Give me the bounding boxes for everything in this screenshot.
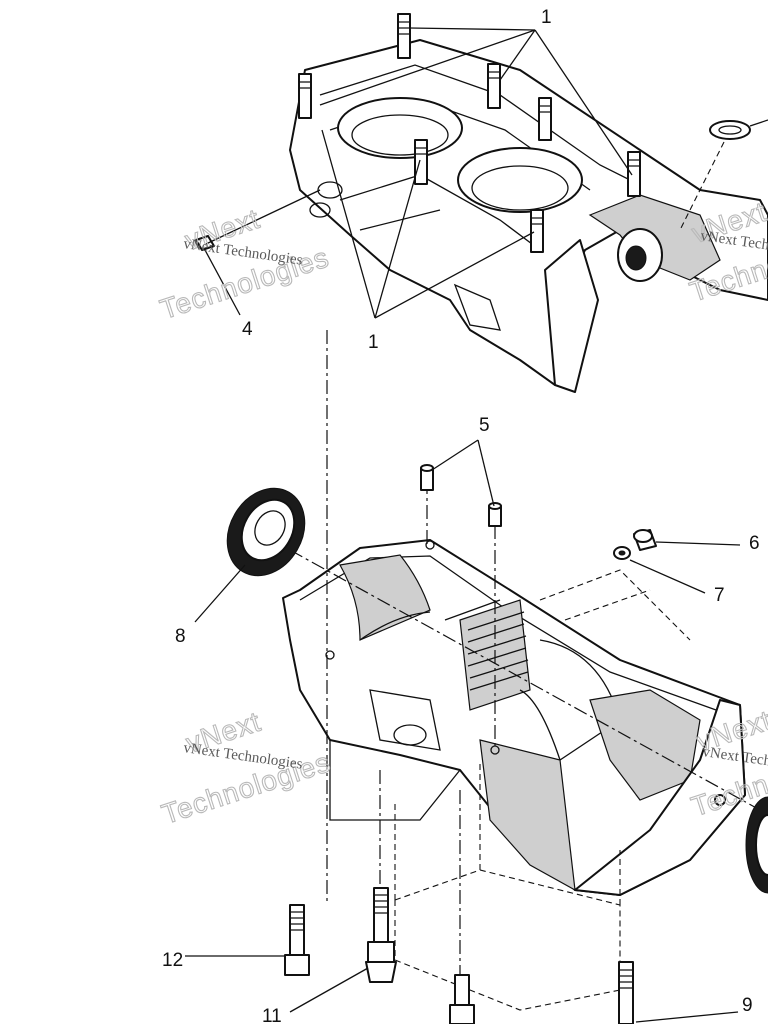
callout-8: 8 (175, 626, 186, 647)
callout-11: 11 (262, 1006, 282, 1024)
lower-stud-bolt (449, 974, 475, 1024)
part-7-washer (613, 546, 631, 560)
part-8-oil-seal (226, 487, 306, 577)
upper-right-hardware (679, 119, 768, 231)
part-11-bolt (365, 887, 397, 983)
part-9-stud (618, 961, 634, 1024)
callout-5: 5 (479, 415, 490, 436)
callout-4: 4 (242, 319, 253, 340)
callout-12: 12 (162, 950, 183, 971)
callout-6: 6 (749, 533, 760, 554)
part-12-bolt (284, 904, 310, 976)
callout-labels: 1 1 4 5 6 7 8 9 11 12 (162, 7, 760, 1024)
leader-lines (185, 27, 741, 1023)
lower-crankcase (282, 539, 746, 896)
watermark-company: vNext Technologies (182, 740, 303, 773)
right-oil-seal (745, 796, 768, 894)
alignment-axes (289, 330, 761, 980)
callout-1-top: 1 (541, 7, 552, 28)
part-5-dowel-pins (420, 464, 502, 527)
watermark-company: vNext Technologies (182, 236, 303, 269)
part-4-bolt (195, 189, 321, 251)
callout-1-bottom: 1 (368, 332, 379, 353)
part-6-bolt (633, 529, 657, 551)
callout-9: 9 (742, 995, 753, 1016)
upper-crankcase (289, 39, 768, 393)
cylinder-studs (298, 13, 641, 253)
construction-lines (394, 569, 691, 1011)
callout-7: 7 (714, 585, 725, 606)
